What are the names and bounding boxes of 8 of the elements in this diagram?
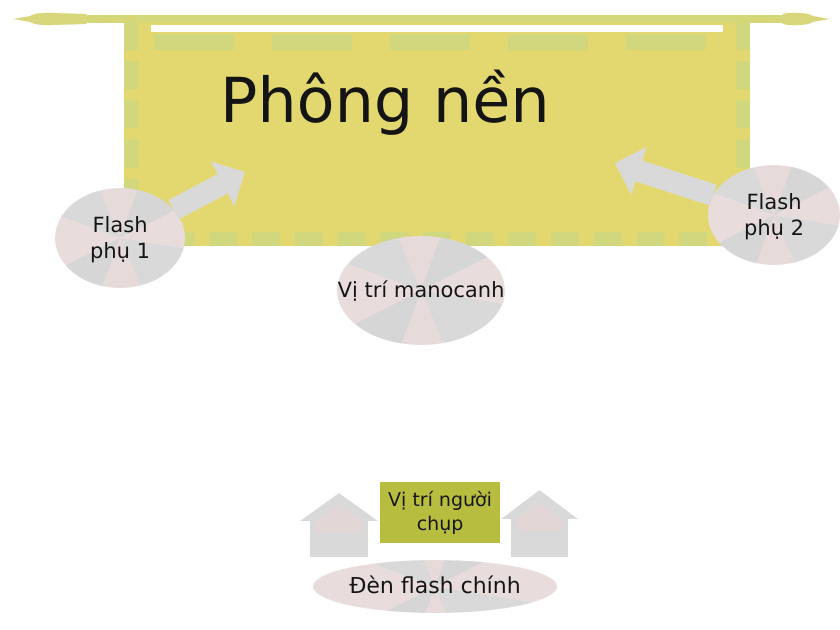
position-panel: [380, 482, 500, 543]
backdrop-label: Phông nền: [220, 63, 550, 139]
position-label: Vị trí manocanh: [338, 277, 504, 304]
arrow: [614, 146, 717, 206]
flash-label: Flash phụ 1: [89, 212, 151, 264]
flash-label: Đèn flash chính: [349, 572, 521, 600]
flash-label: Flash phụ 2: [743, 188, 805, 242]
position-label: Vị trí người chụp: [387, 488, 493, 536]
